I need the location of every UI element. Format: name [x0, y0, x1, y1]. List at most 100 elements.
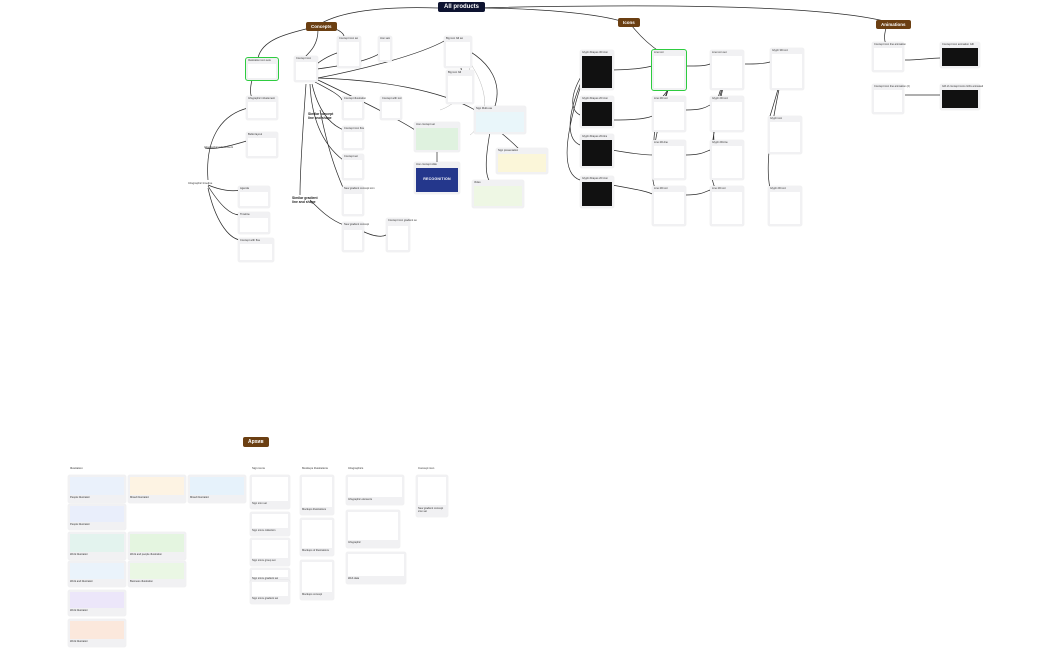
card-label: Sign presentation: [498, 149, 519, 152]
card-label: Concept icon line animation: [874, 43, 906, 46]
card-thumbnail: [344, 160, 362, 178]
card-mockups-of-illustrations[interactable]: Mockups of illustrations: [300, 518, 334, 556]
card-concept-icon-gradient-set[interactable]: Concept icon gradient set: [386, 218, 417, 252]
card-icon-sets[interactable]: Icon sets: [378, 36, 392, 62]
card-people-illustration-b[interactable]: People illustration: [68, 504, 126, 530]
banner-text: RECOGNITION: [423, 177, 451, 181]
card-sign-icons-collection[interactable]: Sign icons collection: [250, 512, 290, 536]
card-label: Icon concept slide: [416, 163, 437, 166]
card-sign-presentation[interactable]: Sign presentation: [496, 148, 548, 174]
card-anim-line-2[interactable]: Concept icon line animation (2): [872, 84, 910, 114]
card-timeline[interactable]: Timeline: [238, 212, 270, 234]
card-label: Line icon set: [712, 51, 727, 54]
root-node-all-products[interactable]: All products: [438, 2, 486, 12]
card-big-icon-bill-set[interactable]: Big icon bill set: [444, 36, 472, 68]
card-new-gradient-concept-icon[interactable]: New gradient concept icon: [342, 186, 375, 216]
connector-icons-d: [572, 74, 583, 116]
card-sign-icons-group-set[interactable]: Sign icons group set: [250, 538, 290, 566]
card-business-illustration[interactable]: Business illustration: [128, 561, 186, 587]
section-assets[interactable]: Архив: [243, 437, 269, 447]
card-concept-set[interactable]: Concept set: [342, 154, 364, 180]
card-bullet-layout[interactable]: Bullet layout: [246, 132, 278, 158]
card-label: Mockups illustrations: [302, 508, 327, 511]
card-label: Sign icons collection: [252, 529, 276, 532]
connector-icons-t: [685, 189, 711, 196]
card-label: Infographic elements: [348, 498, 373, 501]
card-thumbnail: [348, 477, 402, 497]
card-mockups-illustrations[interactable]: Mockups illustrations: [300, 475, 334, 515]
card-work-illustration-c[interactable]: Work illustration: [68, 619, 126, 647]
card-icon-concept-set[interactable]: Icon concept set: [414, 122, 460, 152]
card-thumbnail: [654, 56, 684, 88]
card-anim-gifs[interactable]: Gift of concept icons GIFs animated: [940, 84, 983, 110]
card-glyph-2d-icon-b[interactable]: Glyph 2D icon: [768, 186, 802, 226]
card-work-and-people-illustration[interactable]: Work and people illustration: [128, 532, 186, 560]
card-sign-icon-set[interactable]: Sign icon set: [250, 475, 290, 509]
card-new-gradient-concept-icon-set[interactable]: New gradient concept icon set: [416, 475, 448, 517]
card-concept-icon-set[interactable]: Concept icon set: [337, 36, 361, 68]
card-work-illustration-b[interactable]: Work illustration: [68, 590, 126, 616]
card-thumbnail: [339, 42, 359, 66]
card-infographic-infoelement[interactable]: Infographic infoelement: [246, 96, 278, 120]
card-label: Line 2D icon: [654, 187, 669, 190]
card-agenda[interactable]: Agenda: [238, 186, 270, 208]
connector-icons-c: [744, 61, 771, 65]
connector-left-b: [207, 107, 249, 181]
card-concept-with-flow[interactable]: Concept with flow: [238, 238, 274, 262]
card-thumbnail: [190, 477, 244, 495]
connector-icons-line: [631, 25, 661, 53]
section-concepts[interactable]: Concepts: [306, 22, 337, 31]
card-web-data[interactable]: Web data: [346, 552, 406, 584]
card-mockups-concept[interactable]: Mockups concept: [300, 560, 334, 600]
card-label: Glyph 2D-line: [712, 141, 728, 144]
card-work-illustration[interactable]: Work illustration: [68, 532, 126, 560]
card-anim-gift[interactable]: Concept icon animation Gift: [940, 42, 980, 68]
card-glyph-icon[interactable]: Glyph icon: [768, 116, 802, 154]
card-line-2d-icon-b[interactable]: Line 2D icon: [652, 186, 686, 226]
card-work-and-illustration[interactable]: Work and illustration: [68, 561, 126, 587]
card-thumbnail: [302, 562, 332, 592]
card-glyph-shapes-3d-icon[interactable]: Glyph-Shapes 3D icon: [580, 50, 614, 90]
card-infographic-elements[interactable]: Infographic elements: [346, 475, 404, 505]
card-people-illustration[interactable]: People illustration: [68, 475, 126, 503]
card-thumbnail: [654, 146, 684, 178]
card-concept-with-icon[interactable]: Concept with icon: [380, 96, 402, 120]
card-glyph-3d-icon[interactable]: Glyph 3D icon: [770, 48, 804, 90]
card-line-2d-icon-c[interactable]: Line 2D icon: [710, 186, 744, 226]
card-icon-concept-slide[interactable]: Icon concept slide RECOGNITION: [414, 162, 460, 194]
card-line-icon-set[interactable]: Line icon set: [710, 50, 744, 90]
card-glyph-shapes-2d-icon[interactable]: Glyph-Shapes 2D icon: [580, 96, 614, 128]
card-video[interactable]: Video: [472, 180, 524, 208]
card-new-gradient-concept[interactable]: New gradient concept: [342, 222, 369, 252]
card-mixed-illustration[interactable]: Mixed illustration: [128, 475, 186, 503]
card-line-2d-icon[interactable]: Line 2D icon: [652, 96, 686, 132]
card-big-icon-bill[interactable]: Big icon bill: [446, 70, 474, 104]
card-line-2d-line[interactable]: Line 2D-line: [652, 140, 686, 180]
card-concept-icon[interactable]: Concept icon: [294, 56, 318, 82]
card-label: Mockups concept: [302, 593, 323, 596]
card-label: Sign Multi-use: [476, 107, 493, 110]
connector-root-icons: [473, 7, 625, 23]
card-illustration-icon-sets[interactable]: Illustration icon sets: [245, 57, 279, 81]
card-sign-multi-use[interactable]: Sign Multi-use: [474, 106, 526, 134]
card-sign-icons-gradient-set-b[interactable]: Sign icons gradient set: [250, 580, 290, 604]
section-icons[interactable]: Icons: [618, 18, 640, 27]
card-glyph-2d-icon[interactable]: Glyph 2D icon: [710, 96, 744, 132]
card-thumbnail: [380, 42, 390, 60]
card-infographic[interactable]: Infographic: [346, 510, 400, 548]
card-label: Concept set: [344, 155, 358, 158]
card-concept-icon-flow[interactable]: Concept icon flow: [342, 126, 364, 150]
card-label: Big icon bill: [448, 71, 462, 74]
card-mixed-illustration-b[interactable]: Mixed illustration: [188, 475, 246, 503]
card-glyph-shapes-2d-icon-b[interactable]: Glyph-Shapes 2D icon: [580, 176, 614, 208]
card-line-icon[interactable]: Line icon: [651, 49, 687, 91]
card-label: Mixed illustration: [130, 496, 150, 499]
card-glyph-shapes-2d-line[interactable]: Glyph-Shapes 2D-line: [580, 134, 614, 168]
connector-root-animations: [473, 5, 889, 23]
card-anim-line[interactable]: Concept icon line animation: [872, 42, 906, 72]
card-glyph-2d-line[interactable]: Glyph 2D-line: [710, 140, 744, 180]
section-animations[interactable]: Animations: [876, 20, 911, 29]
card-concept-illustration[interactable]: Concept illustration: [342, 96, 366, 120]
card-thumbnail: [474, 186, 522, 206]
